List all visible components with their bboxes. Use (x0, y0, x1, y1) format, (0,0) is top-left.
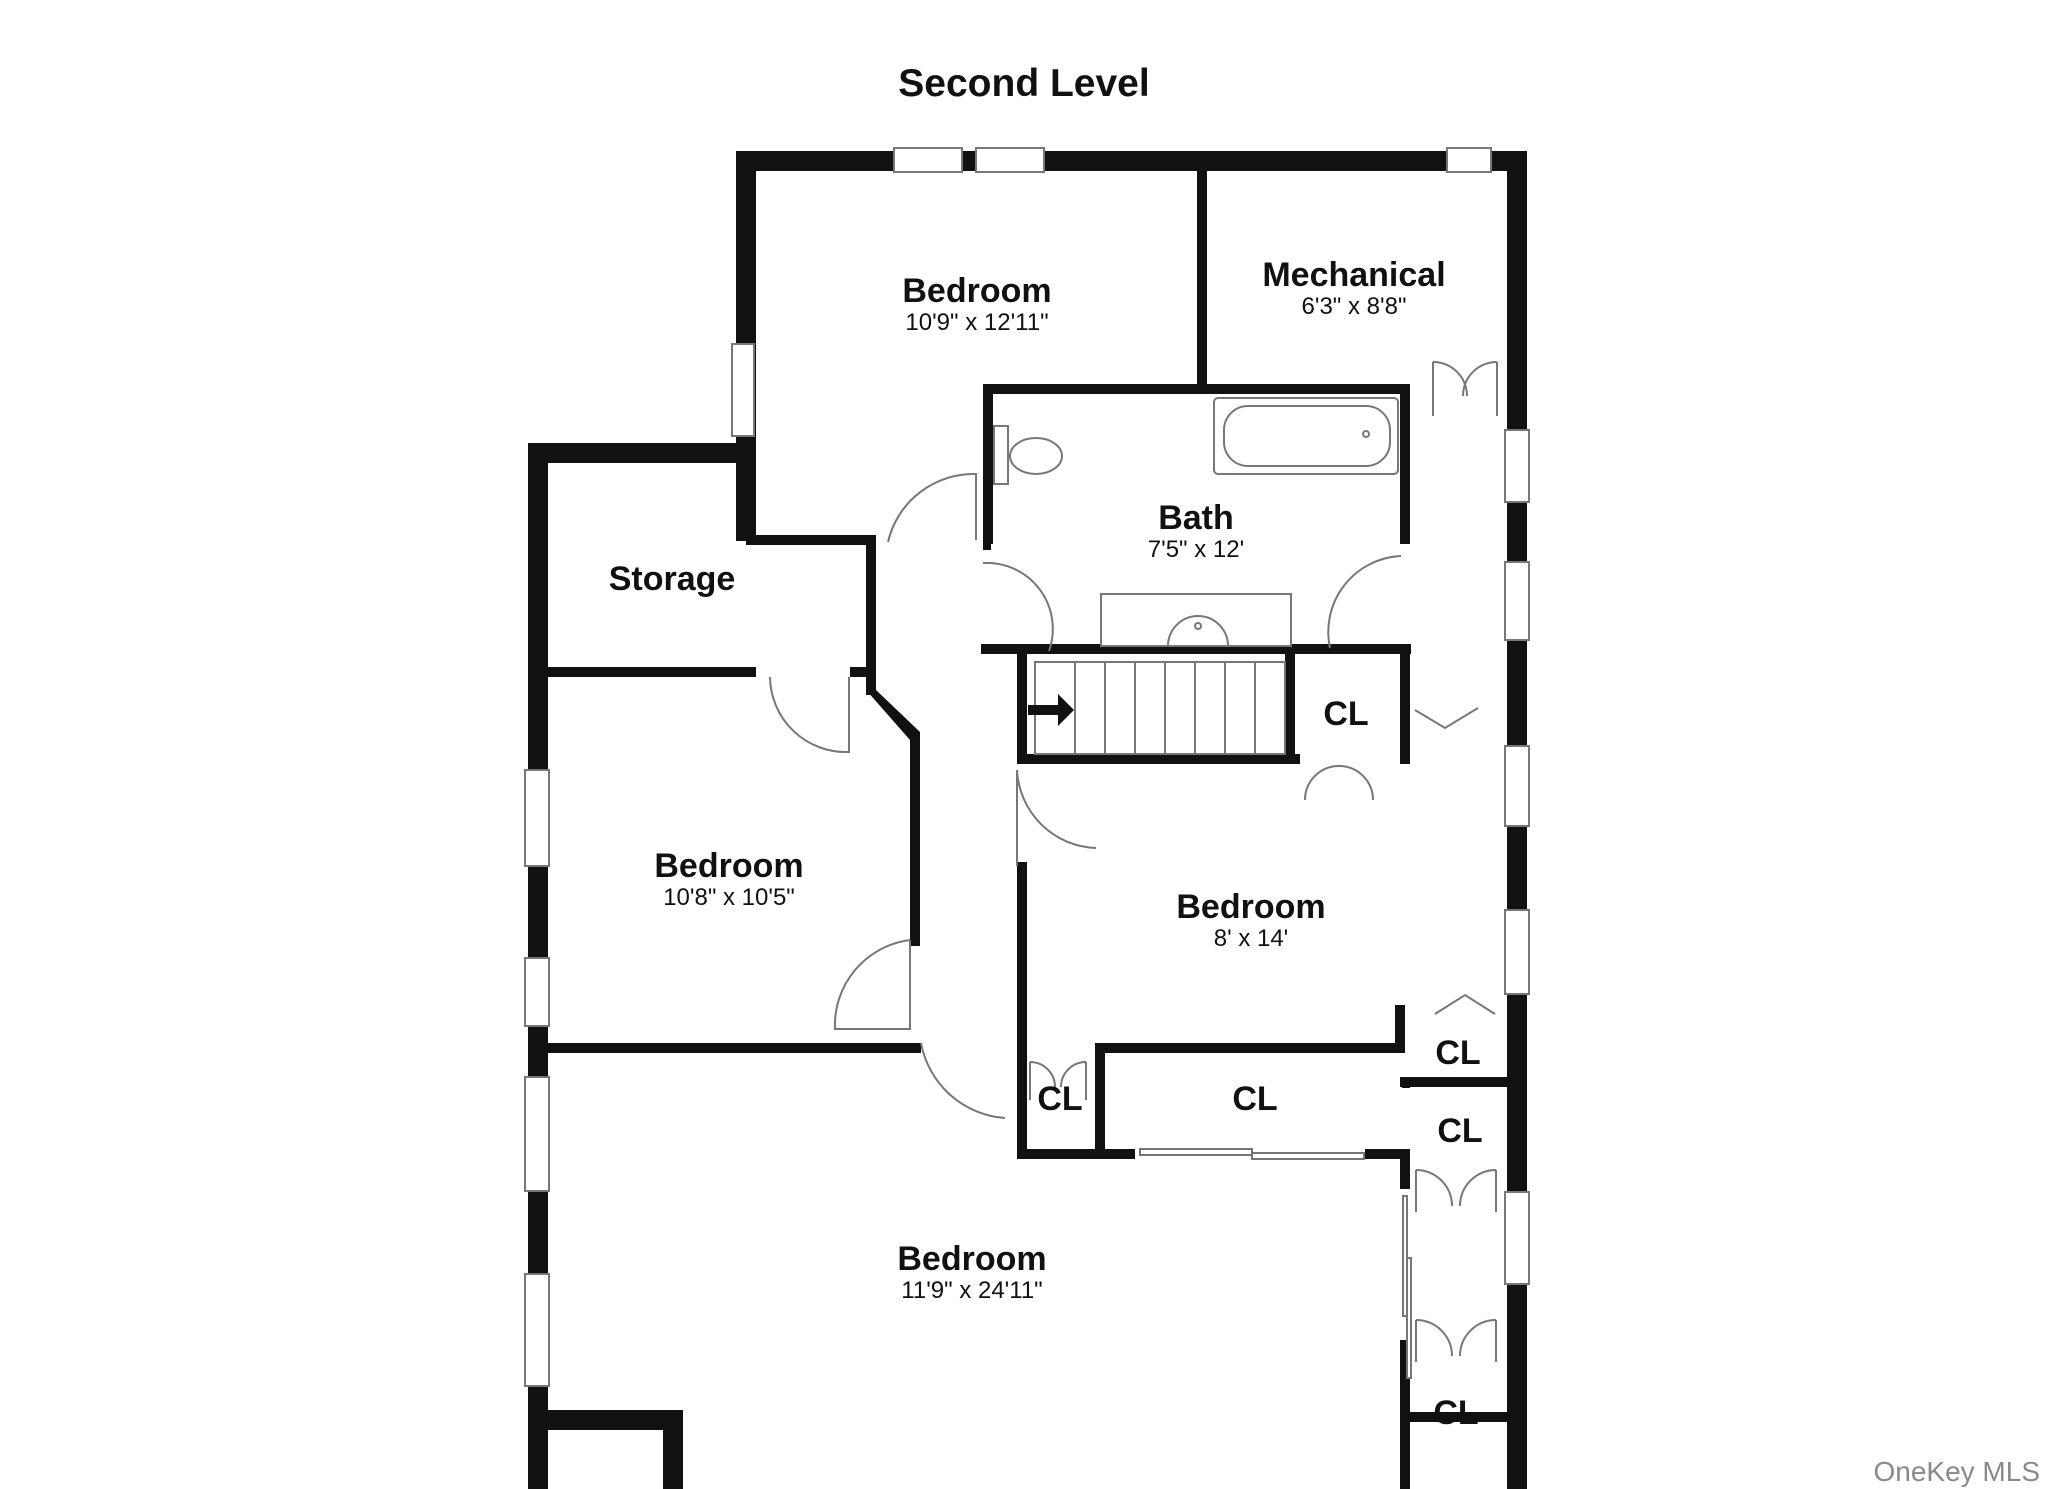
fixtures (993, 397, 1399, 647)
window (1446, 147, 1492, 173)
window (1504, 909, 1530, 995)
bathtub-basin (1223, 405, 1391, 467)
window (1504, 429, 1530, 503)
room-dims-mechanical: 6'3" x 8'8" (1302, 293, 1407, 320)
window (975, 147, 1045, 173)
room-name-bedroom-top: Bedroom (902, 272, 1051, 310)
watermark: OneKey MLS (1873, 1456, 2040, 1487)
staircase (1017, 654, 1286, 764)
window (524, 769, 550, 867)
window (1504, 745, 1530, 827)
interior-walls (548, 171, 1507, 1489)
closet-label-right-small: CL (1435, 1034, 1480, 1072)
toilet-bowl (1009, 437, 1063, 475)
room-dims-bedroom-right: 8' x 14' (1214, 925, 1289, 952)
room-dims-bath: 7'5" x 12' (1148, 536, 1244, 563)
room-name-bedroom-right: Bedroom (1176, 888, 1325, 926)
closet-label-hall: CL (1037, 1080, 1082, 1118)
room-dims-bedroom-top: 10'9" x 12'11" (905, 309, 1048, 336)
window (1504, 561, 1530, 641)
closet-label-right-bottom: CL (1433, 1394, 1478, 1432)
closet-label-center: CL (1232, 1080, 1277, 1118)
windows (524, 147, 1530, 1387)
room-name-bedroom-left: Bedroom (654, 847, 803, 885)
window (524, 1076, 550, 1192)
room-name-storage: Storage (609, 560, 736, 598)
window (731, 343, 755, 437)
plan-title: Second Level (898, 62, 1149, 105)
vanity (1100, 593, 1292, 647)
window (524, 1273, 550, 1387)
window (524, 957, 550, 1027)
room-name-mechanical: Mechanical (1262, 256, 1445, 294)
toilet-tank (993, 425, 1009, 485)
closet-label-stair: CL (1323, 695, 1368, 733)
door-swings (769, 361, 1498, 1379)
room-name-bedroom-bottom: Bedroom (897, 1240, 1046, 1278)
window (893, 147, 963, 173)
sink (1166, 615, 1230, 647)
room-dims-bedroom-left: 10'8" x 10'5" (663, 884, 795, 911)
closet-label-right-mid: CL (1437, 1112, 1482, 1150)
room-dims-bedroom-bottom: 11'9" x 24'11" (901, 1277, 1042, 1304)
stair-direction-arrow-icon (1028, 694, 1074, 726)
room-name-bath: Bath (1158, 499, 1234, 537)
window (1504, 1191, 1530, 1285)
